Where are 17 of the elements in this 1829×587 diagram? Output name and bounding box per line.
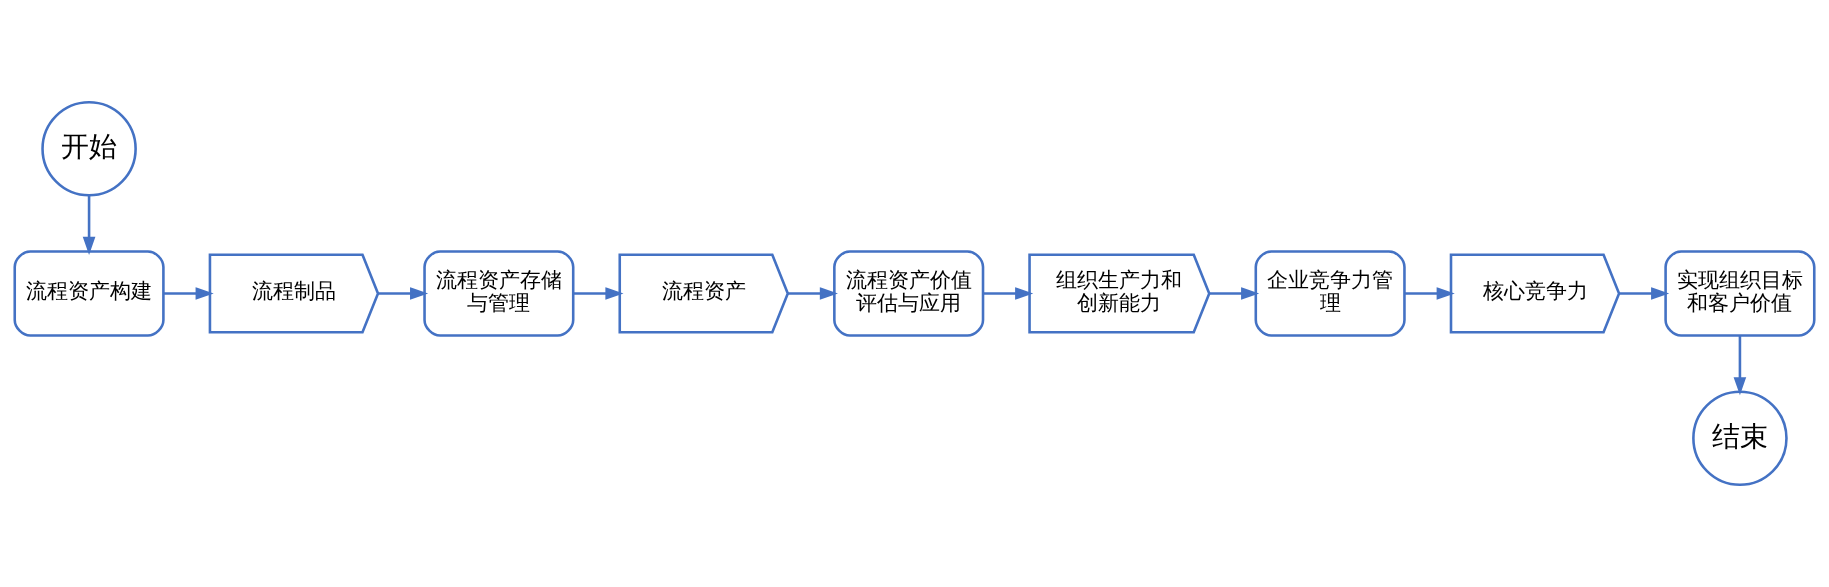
arrow [378, 287, 429, 300]
arrow [82, 195, 96, 255]
arrow [163, 287, 214, 300]
arrow [1404, 287, 1455, 300]
node-box: 流程资产价值评估与应用 [833, 250, 985, 337]
arrow [1733, 335, 1747, 396]
arrow [787, 287, 838, 300]
node-circle: 结束 [1692, 390, 1788, 487]
node-box: 流程资产存储与管理 [423, 250, 575, 337]
arrow [1209, 287, 1260, 300]
arrow [1619, 287, 1670, 300]
arrow [573, 287, 624, 300]
node-box: 流程资产构建 [13, 250, 165, 337]
arrow [983, 287, 1034, 300]
node-box: 实现组织目标和客户价值 [1664, 250, 1816, 337]
node-box: 企业竞争力管理 [1254, 250, 1406, 337]
node-circle: 开始 [41, 100, 137, 197]
